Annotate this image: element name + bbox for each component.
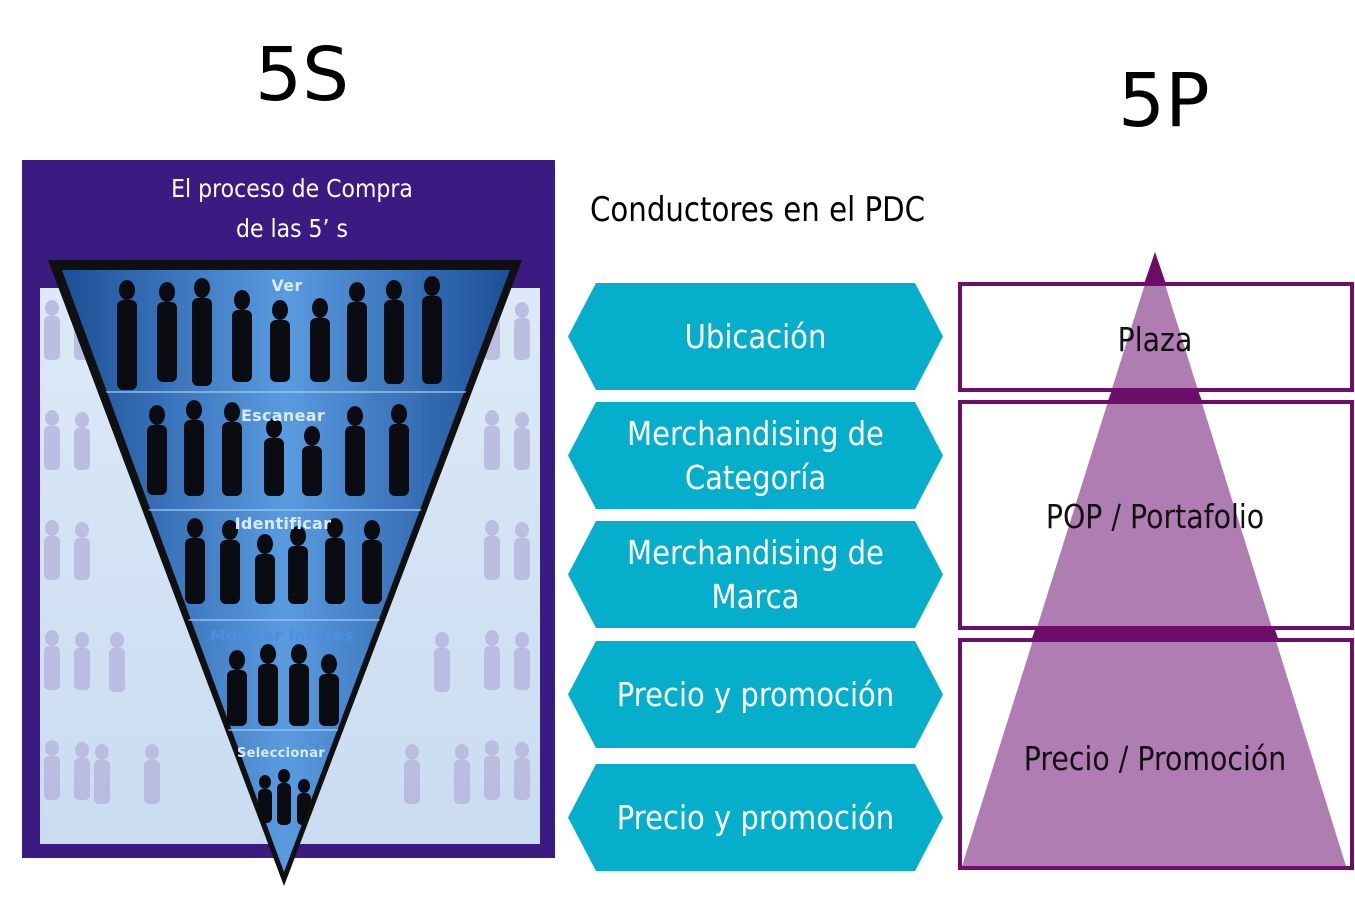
stage-label-escanear: Escanear xyxy=(240,406,326,425)
driver-label-line2: Categoría xyxy=(684,457,827,497)
driver-label-line1: Precio y promoción xyxy=(616,674,895,714)
title-5p: 5P xyxy=(1118,58,1210,144)
driver-label: Precio y promoción xyxy=(591,764,921,871)
driver-hexagon xyxy=(568,521,943,628)
box-plaza xyxy=(958,282,1354,392)
driver-precio-promocion-1: Precio y promoción xyxy=(568,641,943,748)
title-5s: 5S xyxy=(255,32,350,118)
driver-merch-marca: Merchandising de Marca xyxy=(568,521,943,628)
stage-label-ver: Ver xyxy=(271,276,303,295)
driver-hexagon xyxy=(568,283,943,390)
driver-hexagon xyxy=(568,402,943,509)
funnel-graphic xyxy=(22,160,555,886)
driver-label: Precio y promoción xyxy=(591,641,921,748)
driver-label-line1: Precio y promoción xyxy=(616,797,895,837)
driver-hexagon xyxy=(568,764,943,871)
box-pop-portafolio xyxy=(958,400,1354,630)
stage-label-mostrar-interes: Mostrar interés xyxy=(209,626,355,645)
shopping-process-funnel-panel: El proceso de Compra de las 5’ s Ver Esc… xyxy=(22,160,555,886)
driver-label-line2: Marca xyxy=(711,576,800,616)
pyramid-body xyxy=(962,252,1346,866)
p-label-precio-promocion: Precio / Promoción xyxy=(1023,739,1287,778)
stage-label-identificar: Identificar xyxy=(234,514,332,533)
driver-label: Ubicación xyxy=(591,283,921,390)
stage-label-seleccionar: Seleccionar xyxy=(237,746,325,761)
drivers-heading: Conductores en el PDC xyxy=(590,190,926,230)
pyramid-band-middle xyxy=(1031,627,1279,641)
funnel-caption-line1: El proceso de Compra xyxy=(171,174,413,203)
driver-label: Merchandising de Categoría xyxy=(591,402,921,509)
driver-label-line1: Merchandising de xyxy=(627,413,884,453)
driver-label: Merchandising de Marca xyxy=(591,521,921,628)
driver-ubicacion: Ubicación xyxy=(568,283,943,390)
driver-label-line1: Merchandising de xyxy=(627,532,884,572)
driver-label-line1: Ubicación xyxy=(684,316,827,356)
driver-precio-promocion-2: Precio y promoción xyxy=(568,764,943,871)
driver-hexagon xyxy=(568,641,943,748)
pyramid-apex xyxy=(1144,252,1166,284)
funnel-caption-line2: de las 5’ s xyxy=(235,214,348,243)
box-precio-promocion xyxy=(958,638,1354,870)
p-label-pop-portafolio: POP / Portafolio xyxy=(1045,497,1265,536)
shopper-silhouettes xyxy=(117,276,442,825)
p-label-plaza: Plaza xyxy=(1117,320,1193,359)
driver-merch-categoria: Merchandising de Categoría xyxy=(568,402,943,509)
